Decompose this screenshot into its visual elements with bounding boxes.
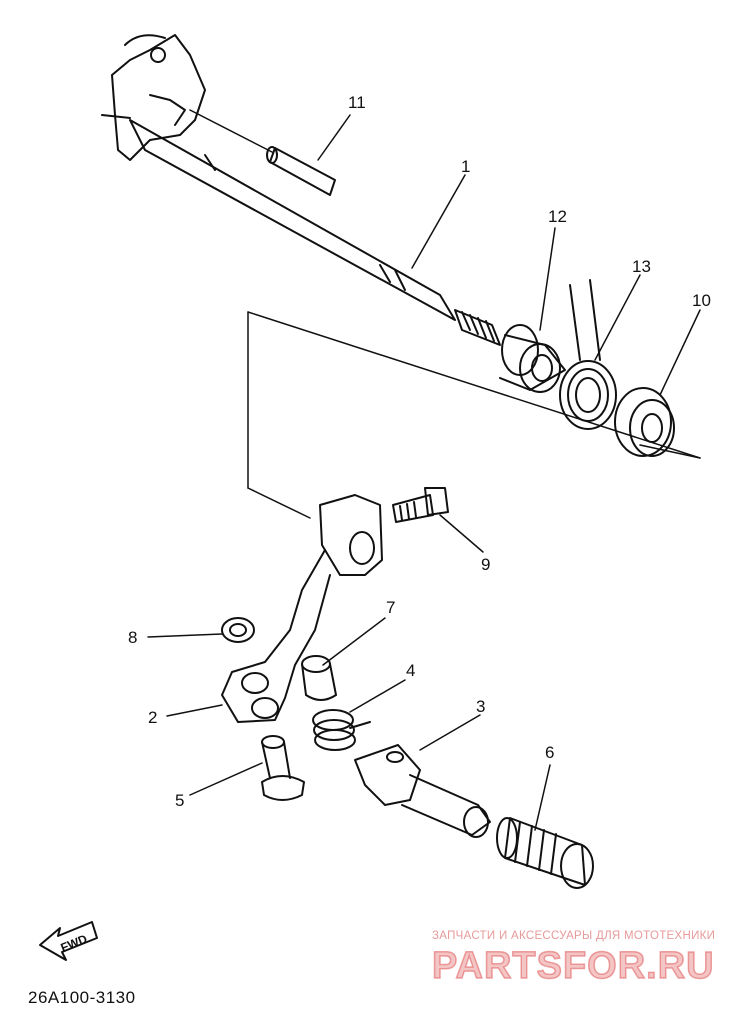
watermark-logo: PARTSFOR.RU: [431, 944, 715, 988]
pedal-shaft-part: [354, 744, 491, 838]
fwd-label: FWD: [59, 932, 90, 955]
callout-8: 8: [128, 628, 137, 647]
callout-labels: 11 1 12 13 10 9 8 7 4 2 3 6 5: [128, 93, 711, 810]
pivot-bolt-part: [261, 735, 305, 801]
fwd-arrow-icon: [39, 921, 98, 961]
bolt-part: [392, 487, 449, 523]
part-code: 26A100-3130: [28, 988, 136, 1007]
leader-lines: [147, 114, 701, 831]
coil-spring-part: [312, 709, 371, 751]
callout-3: 3: [476, 697, 485, 716]
bushing-part: [499, 324, 566, 393]
collar-part: [301, 655, 337, 701]
washer-part: [221, 617, 255, 643]
assembly-bracket: [247, 311, 701, 519]
callout-5: 5: [175, 791, 184, 810]
change-pedal-part: [221, 494, 383, 723]
callout-7: 7: [386, 598, 395, 617]
torsion-spring-part: [559, 279, 617, 430]
callout-10: 10: [692, 291, 711, 310]
oil-seal-part: [614, 387, 675, 457]
callout-12: 12: [548, 207, 567, 226]
pedal-rubber-part: [496, 817, 594, 889]
callout-11: 11: [348, 93, 366, 112]
pin-part: [189, 109, 336, 196]
callout-9: 9: [481, 555, 490, 574]
callout-13: 13: [632, 257, 651, 276]
watermark-brand: PARTSFOR.RU: [432, 945, 715, 987]
shift-shaft-part: [101, 34, 501, 346]
callout-2: 2: [148, 708, 157, 727]
watermark-caption: ЗАПЧАСТИ И АКСЕССУАРЫ ДЛЯ МОТОТЕХНИКИ: [432, 930, 716, 942]
callout-1: 1: [461, 157, 470, 176]
callout-6: 6: [545, 743, 554, 762]
callout-4: 4: [406, 661, 415, 680]
